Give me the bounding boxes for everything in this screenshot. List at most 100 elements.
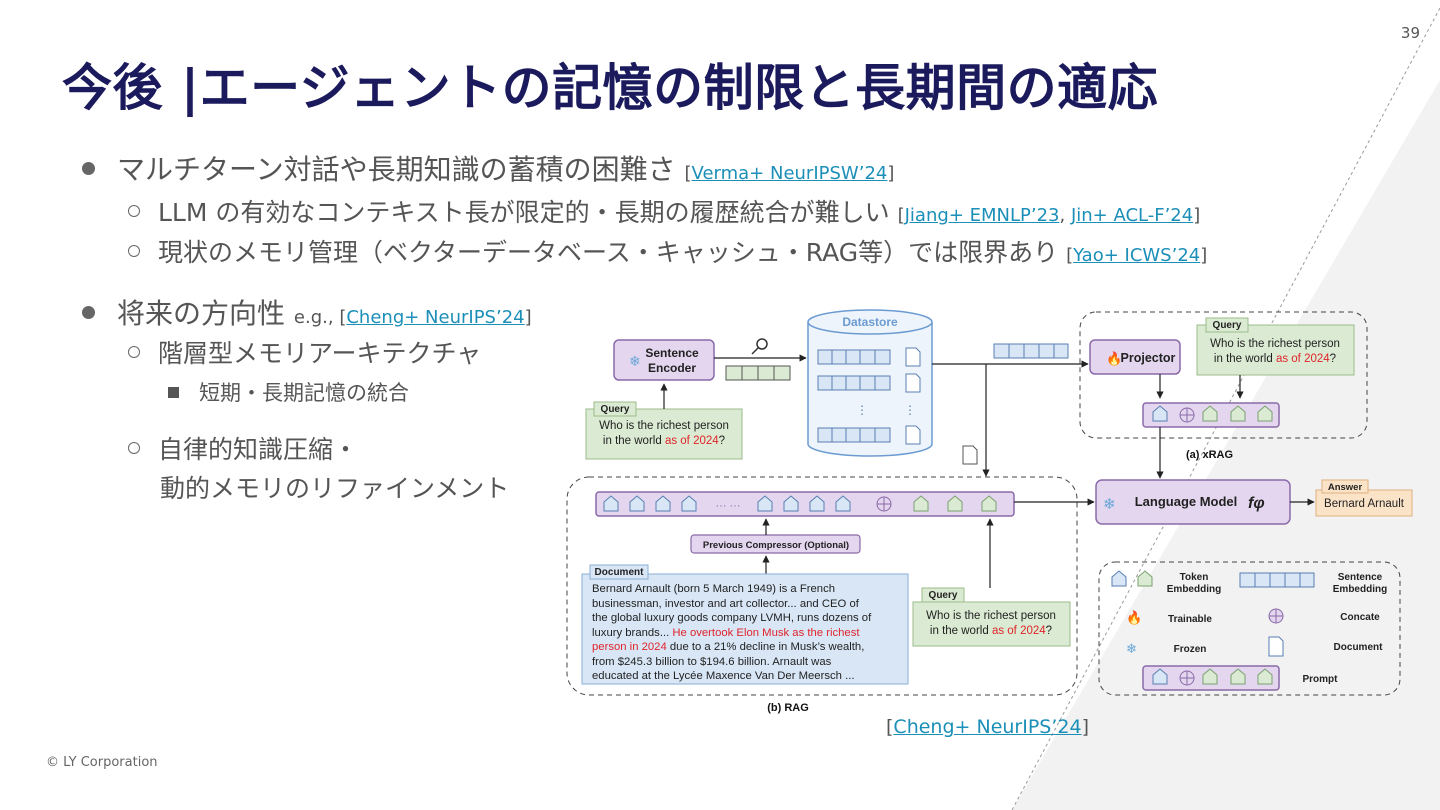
ref-close: ] xyxy=(1200,245,1208,266)
ref-open: [ xyxy=(886,716,894,738)
rag-group-box xyxy=(566,476,1078,696)
document-text: Bernard Arnault (born 5 March 1949) is a… xyxy=(592,583,872,682)
doc-line-4: luxury brands... He overtook Elon Musk a… xyxy=(592,627,860,639)
answer-text: Bernard Arnault xyxy=(1324,498,1405,510)
rag-label: (b) RAG xyxy=(767,702,809,714)
bullet-2: 将来の方向性 e.g., [Cheng+ NeurIPS’24] xyxy=(82,292,532,332)
figure-ref-link[interactable]: Cheng+ NeurIPS’24 xyxy=(893,716,1082,738)
document-box xyxy=(581,573,909,685)
bullet-1-2: 現状のメモリ管理（ベクターデータベース・キャッシュ・RAG等）では限界あり [Y… xyxy=(128,233,1207,269)
query-rag-line-1: Who is the richest person xyxy=(926,610,1056,622)
doc-line-2: businessman, investor and art collector.… xyxy=(592,598,860,610)
query-tag-rag: Query xyxy=(929,590,958,601)
bullet-ring-icon xyxy=(128,245,140,257)
bullet-ring-icon xyxy=(128,442,140,454)
bullet-2-1-1: 短期・長期記憶の統合 xyxy=(168,377,409,407)
query-box-rag xyxy=(912,601,1071,647)
frozen-icon-lm: ❄ xyxy=(1103,496,1116,513)
projector-box xyxy=(1089,339,1181,375)
bullet-dot-icon xyxy=(82,305,95,319)
ref-link-jin[interactable]: Jin+ ACL-F’24 xyxy=(1070,205,1194,226)
xrag-group-box xyxy=(1079,311,1368,439)
legend: Token Embedding Sentence Embedding 🔥 Tra… xyxy=(1111,570,1387,691)
answer-tag: Answer xyxy=(1328,482,1363,493)
legend-document: Document xyxy=(1334,642,1384,653)
legend-concate: Concate xyxy=(1340,612,1380,623)
bullet-2-1-text: 階層型メモリアーキテクチャ xyxy=(158,339,482,368)
datastore-rows xyxy=(817,349,891,443)
figure-reference: [Cheng+ NeurIPS’24] xyxy=(886,716,1089,738)
ref-close: ] xyxy=(524,307,532,328)
legend-token-emb-1: Token xyxy=(1180,572,1209,583)
query-tag-xrag: Query xyxy=(1213,320,1242,331)
rag-query-tokens xyxy=(913,495,997,512)
prev-compressor-box xyxy=(690,534,861,554)
doc-line-3: the global luxury goods company LVMH, ru… xyxy=(592,612,872,624)
rag-dots: ··· ··· xyxy=(715,500,740,512)
bullet-1-1: LLM の有効なコンテキスト長が限定的・長期の履歴統合が難しい [Jiang+ … xyxy=(128,193,1200,229)
lm-symbol: fφ xyxy=(1248,495,1265,512)
search-icon xyxy=(751,338,768,355)
ref-open: [ xyxy=(897,205,905,226)
legend-trainable-icon: 🔥 xyxy=(1126,610,1142,625)
rag-token-strip xyxy=(595,491,1015,517)
datastore-vdots: ⋮ xyxy=(856,403,868,417)
bullet-2-2-line1: 自律的知識圧縮・ xyxy=(158,435,359,464)
datastore-row-dividers xyxy=(831,350,876,442)
legend-sent-emb-2: Embedding xyxy=(1333,584,1387,595)
bullet-2-2-cont: 動的メモリのリファインメント xyxy=(160,469,509,505)
footer-copyright: © LY Corporation xyxy=(46,755,158,770)
legend-sent-emb-1: Sentence xyxy=(1338,572,1383,583)
language-model-label: Language Model xyxy=(1135,494,1238,509)
legend-frozen: Frozen xyxy=(1174,644,1207,655)
query-rag-line-2: in the world as of 2024? xyxy=(930,625,1052,637)
bullet-dot-icon xyxy=(82,161,95,175)
answer-box xyxy=(1315,489,1413,517)
bullet-ring-icon xyxy=(128,205,140,217)
legend-trainable: Trainable xyxy=(1168,614,1212,625)
sentence-encoder-label-2: Encoder xyxy=(648,361,696,375)
ref-link-cheng[interactable]: Cheng+ NeurIPS’24 xyxy=(346,307,525,328)
retrieved-embedding xyxy=(993,343,1069,359)
bullet-1: マルチターン対話や長期知識の蓄積の困難さ [Verma+ NeurIPSW’24… xyxy=(82,148,894,188)
ref-open: [ xyxy=(684,163,692,184)
sentence-encoder-box xyxy=(613,339,715,381)
ref-link-jiang[interactable]: Jiang+ EMNLP’23 xyxy=(904,205,1060,226)
datastore-label: Datastore xyxy=(842,315,898,329)
query-box-left xyxy=(585,408,743,460)
ref-close: ] xyxy=(1193,205,1201,226)
xrag-diagram: Datastore ⋮ ⋮ ❄ Sentence Encoder Query W… xyxy=(566,309,1413,714)
bullet-ring-icon xyxy=(128,346,140,358)
projector-label: Projector xyxy=(1121,351,1176,365)
bullet-2-1-1-text: 短期・長期記憶の統合 xyxy=(199,381,409,405)
eg-label: e.g., xyxy=(293,307,334,328)
ref-open: [ xyxy=(339,307,347,328)
ref-link-verma[interactable]: Verma+ NeurIPSW’24 xyxy=(691,163,888,184)
legend-box xyxy=(1098,561,1401,696)
bullet-1-text: マルチターン対話や長期知識の蓄積の困難さ xyxy=(117,153,676,186)
ref-link-yao[interactable]: Yao+ ICWS’24 xyxy=(1073,245,1201,266)
query-xrag-line-2: in the world as of 2024? xyxy=(1214,353,1336,365)
ref-open: [ xyxy=(1066,245,1074,266)
bullet-1-2-text: 現状のメモリ管理（ベクターデータベース・キャッシュ・RAG等）では限界あり xyxy=(158,238,1059,267)
ref-separator: , xyxy=(1059,205,1071,226)
rag-concat-icon xyxy=(876,496,892,512)
bullet-square-icon xyxy=(168,386,179,398)
page-title: 今後 |エージェントの記憶の制限と長期間の適応 xyxy=(62,59,1159,117)
document-tag: Document xyxy=(595,567,645,578)
ref-close: ] xyxy=(1081,716,1089,738)
bullet-2-1: 階層型メモリアーキテクチャ xyxy=(128,334,481,370)
query-tag: Query xyxy=(601,404,630,415)
doc-line-5: person in 2024 due to a 21% decline in M… xyxy=(592,641,864,653)
xrag-label: (a) xRAG xyxy=(1186,449,1233,461)
query-xrag-line-1: Who is the richest person xyxy=(1210,338,1340,350)
bullet-2-2: 自律的知識圧縮・ xyxy=(128,430,358,466)
rag-token-icons xyxy=(603,495,851,512)
xrag-token-icons xyxy=(1152,405,1273,423)
datastore-doc-icons xyxy=(905,347,921,445)
query-line-1: Who is the richest person xyxy=(599,420,729,432)
bullet-2-2-line2: 動的メモリのリファインメント xyxy=(160,474,510,503)
legend-token-emb-2: Embedding xyxy=(1167,584,1221,595)
doc-line-7: educated at the Lycée Maxence Van Der Me… xyxy=(592,670,854,682)
